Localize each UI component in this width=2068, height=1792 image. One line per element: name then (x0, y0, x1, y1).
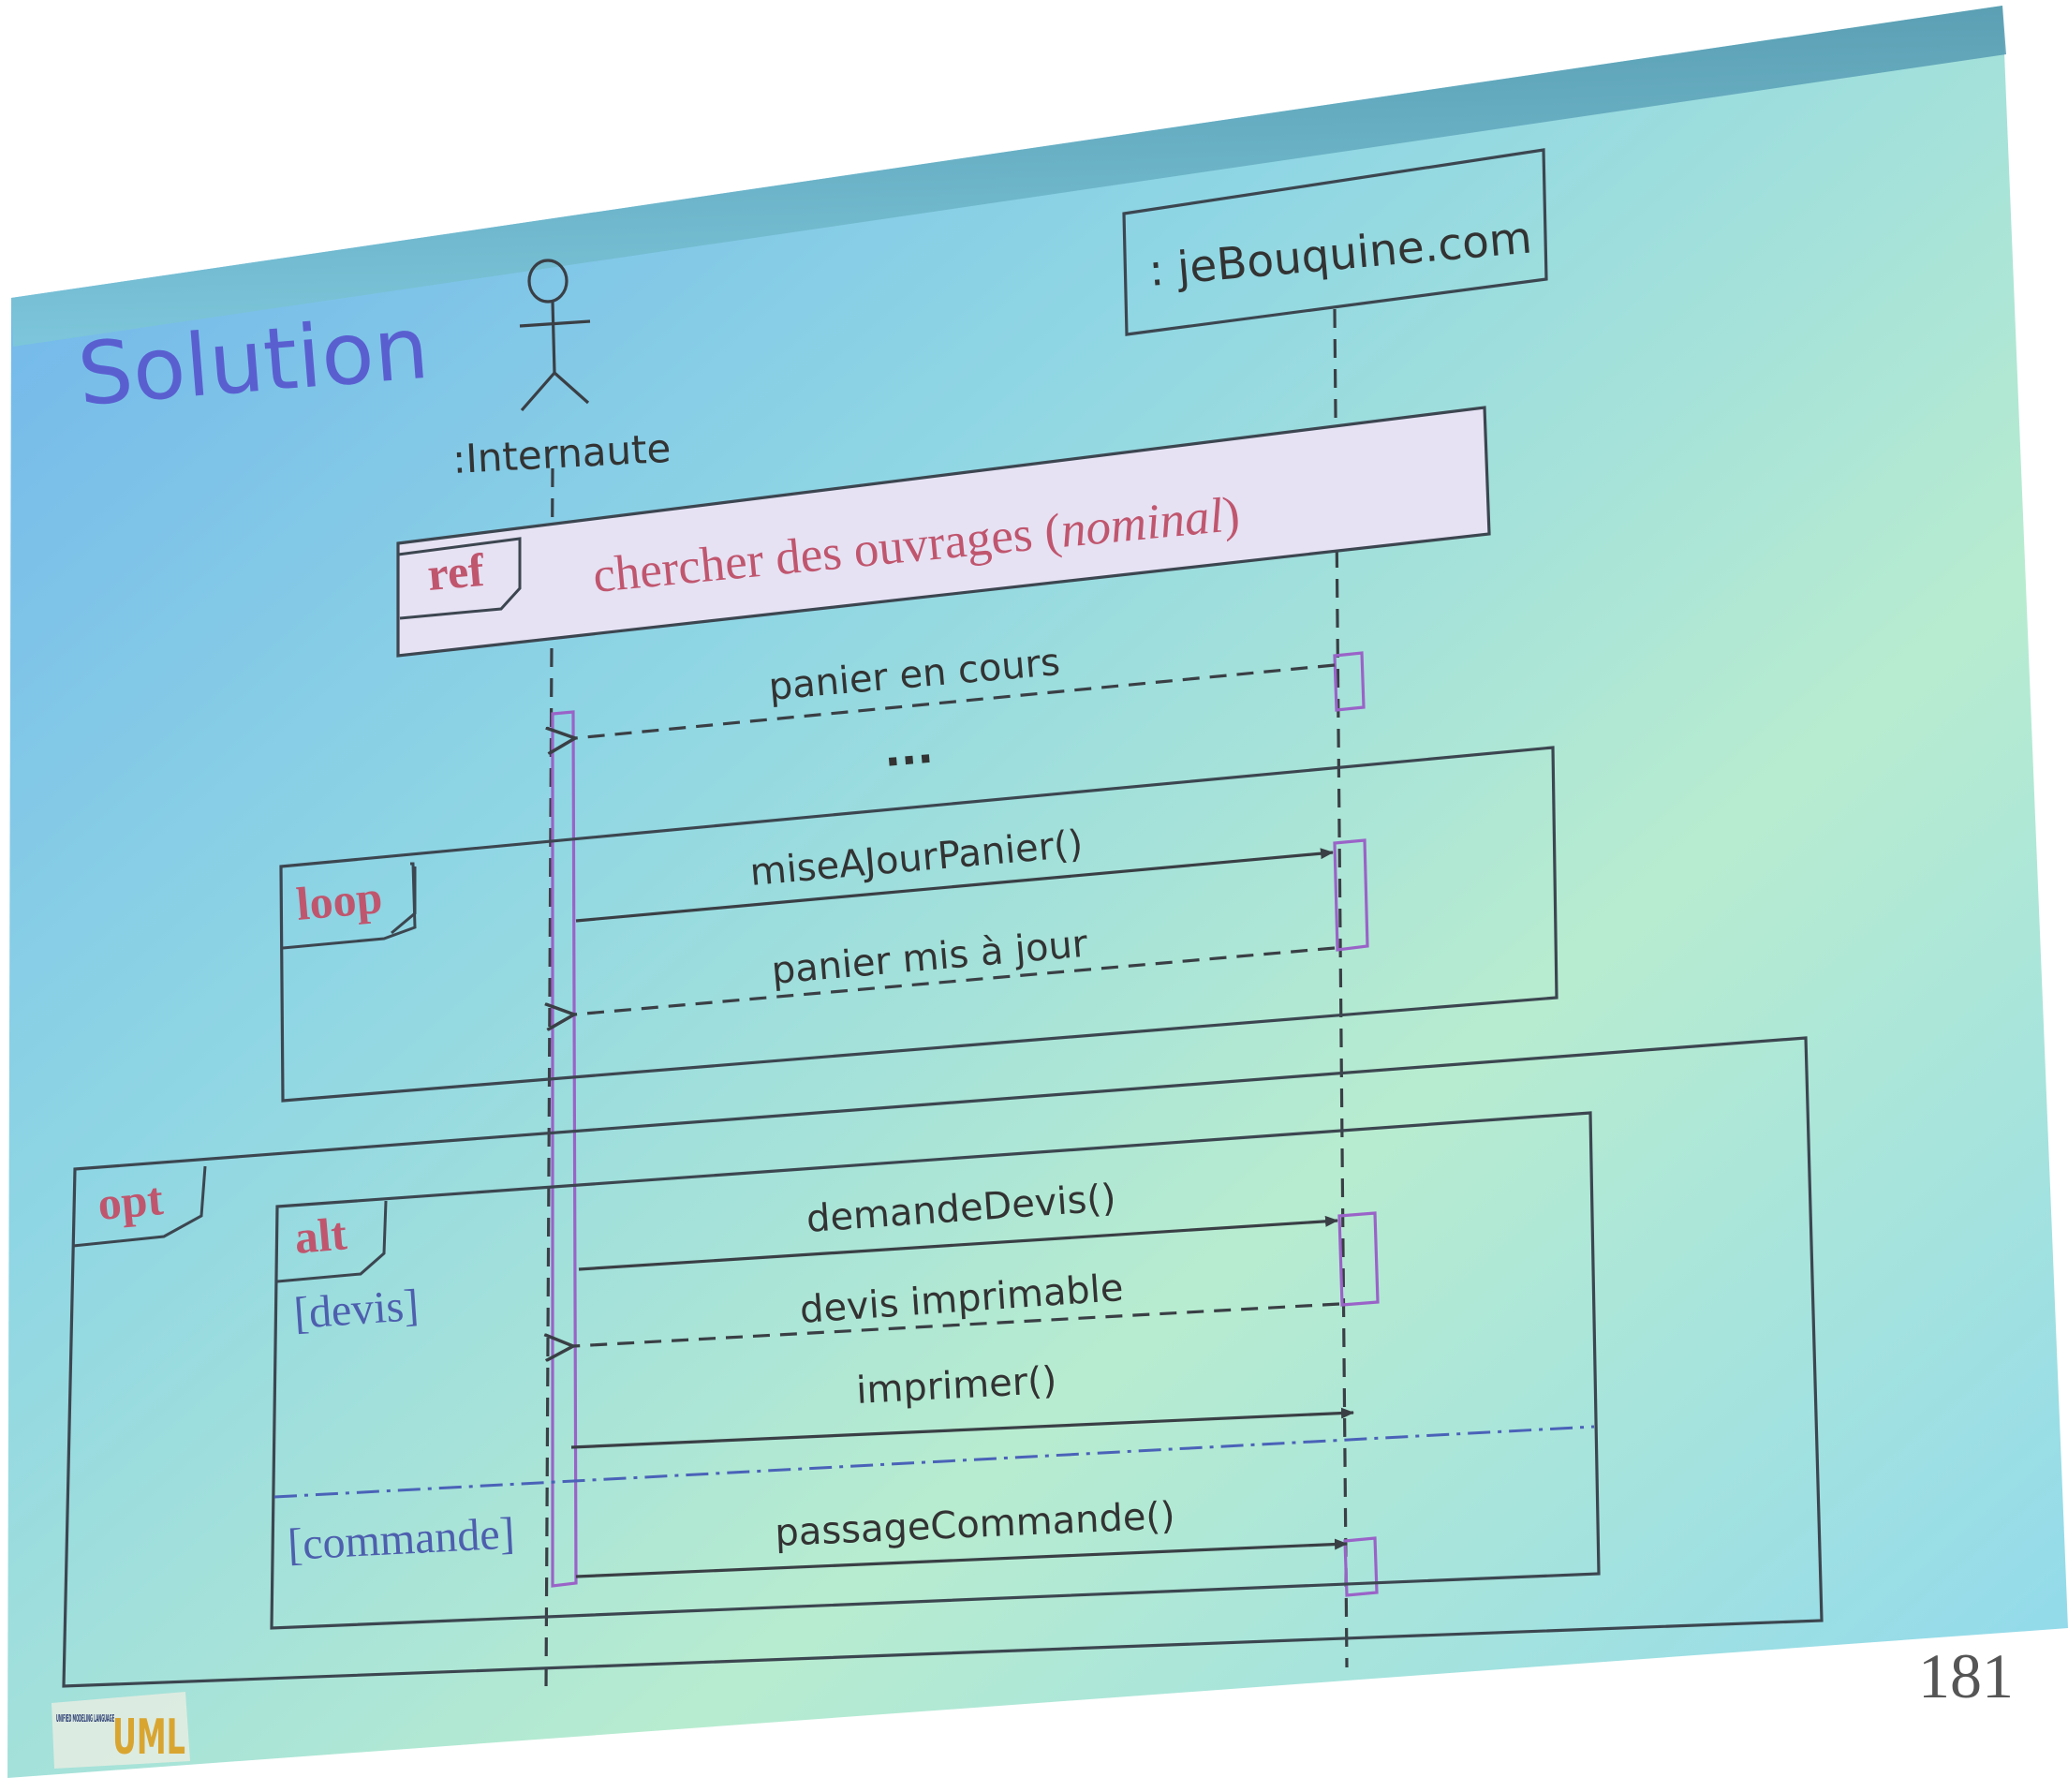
msg-imprimer: imprimer() (855, 1359, 1057, 1413)
stick-figure-icon (519, 259, 591, 412)
loop-keyword: loop (294, 870, 384, 930)
uml-logo-letters: UML (112, 1710, 185, 1766)
slide-background (7, 6, 2068, 1778)
opt-keyword: opt (96, 1172, 165, 1230)
call-mise-a-jour-panier (575, 848, 1334, 923)
activation-jebouquine-3 (1337, 1211, 1380, 1307)
call-imprimer (570, 1407, 1354, 1449)
reply-devis-imprimable (573, 1302, 1340, 1346)
call-passage-commande (575, 1538, 1348, 1578)
alt-keyword: alt (292, 1207, 349, 1264)
alt-fragment: alt [devis] [commande] (270, 1111, 1601, 1630)
slide-header-band (11, 6, 2006, 347)
alt-separator (273, 1425, 1595, 1499)
loop-fragment: loop (279, 746, 1558, 1103)
ref-keyword: ref (425, 543, 487, 600)
reply-panier-mis-a-jour (574, 946, 1336, 1014)
page-number: 181 (1918, 1640, 2014, 1711)
guard-devis: [devis] (292, 1281, 421, 1339)
lifeline-jebouquine-head (1122, 148, 1548, 336)
msg-ellipsis: ... (881, 722, 935, 777)
activation-internaute (551, 710, 578, 1588)
call-demande-devis (578, 1215, 1338, 1271)
activation-jebouquine-4 (1343, 1536, 1379, 1597)
guard-commande: [commande] (287, 1508, 516, 1570)
uml-logo-icon: UNIFIED MODELING LANGUAGE UML (52, 1692, 190, 1769)
activation-jebouquine-2 (1333, 838, 1369, 952)
activation-jebouquine-1 (1333, 651, 1366, 712)
opt-fragment: opt (62, 1036, 1824, 1688)
reply-panier-en-cours (575, 663, 1336, 738)
lifeline-internaute-label: :Internaute (451, 425, 672, 482)
uml-logo-caption: UNIFIED MODELING LANGUAGE (56, 1712, 114, 1725)
ref-fragment: ref chercher des ouvrages (nominal) (396, 406, 1491, 658)
